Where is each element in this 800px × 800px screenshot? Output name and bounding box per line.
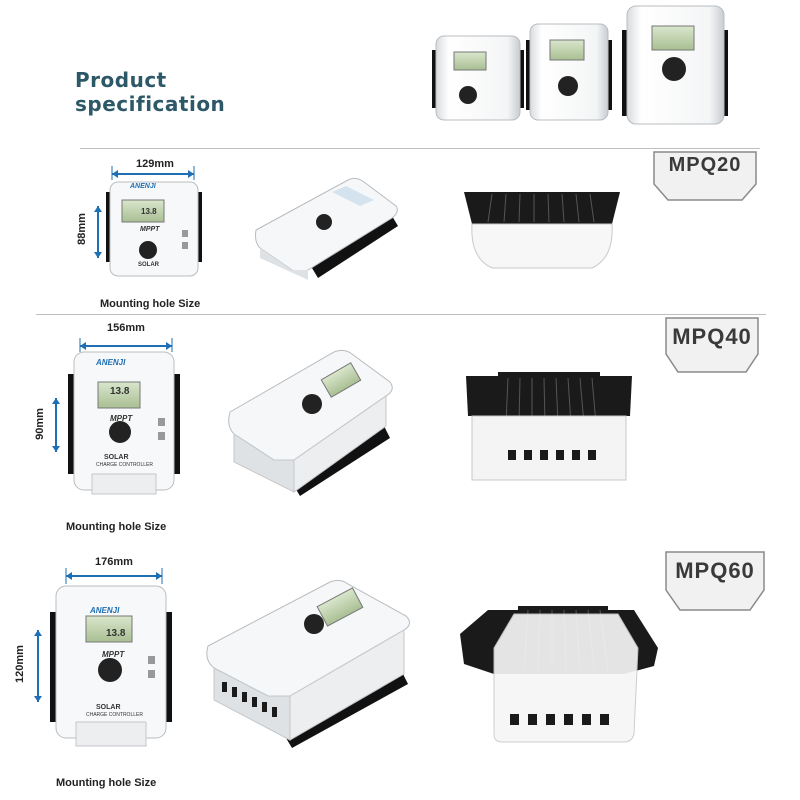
angled-view-mpq60 — [206, 579, 410, 748]
model-tag-mpq20: MPQ20 — [650, 150, 760, 206]
mounting-label-mpq40: Mounting hole Size — [66, 521, 167, 533]
heatsink-view-mpq20 — [464, 192, 620, 269]
height-dimension-mpq40 — [52, 398, 60, 452]
brand-logo: ANENJI — [96, 358, 126, 367]
front-view-mpq40 — [68, 351, 180, 495]
width-label-mpq40: 156mm — [107, 322, 145, 334]
heatsink-view-mpq60 — [460, 606, 658, 743]
width-label-mpq20: 129mm — [136, 158, 174, 170]
height-label-mpq40: 90mm — [34, 408, 46, 440]
mounting-label-mpq60: Mounting hole Size — [56, 777, 157, 789]
model-name: MPQ20 — [668, 154, 742, 176]
front-view-mpq20 — [106, 181, 202, 277]
brand-logo: ANENJI — [130, 183, 156, 190]
panel-label: SOLAR — [104, 454, 129, 461]
height-dimension-mpq20 — [94, 206, 102, 258]
height-dimension-mpq60 — [34, 630, 42, 702]
tag-shape — [665, 317, 759, 373]
page-title-line2: specification — [75, 92, 226, 116]
angled-view-mpq40 — [228, 349, 393, 496]
model-name: MPQ40 — [672, 324, 752, 349]
width-dimension-mpq20 — [111, 166, 195, 180]
panel-label: SOLAR — [96, 704, 121, 711]
model-tag-mpq60: MPQ60 — [662, 550, 768, 616]
controller-small — [432, 35, 524, 121]
mode-label: MPPT — [102, 650, 125, 659]
product-lineup — [432, 5, 728, 125]
mounting-label-mpq20: Mounting hole Size — [100, 298, 201, 310]
lcd-readout: 13.8 — [106, 628, 126, 639]
height-label-mpq60: 120mm — [14, 645, 26, 683]
lcd-readout: 13.8 — [141, 207, 157, 216]
angled-view-mpq20 — [255, 177, 398, 280]
heatsink-view-mpq40 — [466, 372, 632, 481]
front-view-mpq60 — [50, 585, 172, 747]
width-dimension-mpq40 — [79, 338, 173, 352]
lcd-readout: 13.8 — [110, 386, 130, 397]
controller-medium — [526, 23, 612, 121]
controller-large — [622, 5, 728, 125]
tag-shape — [665, 551, 765, 611]
height-label-mpq20: 88mm — [76, 213, 88, 245]
model-name: MPQ60 — [675, 558, 755, 583]
mode-label: MPPT — [140, 226, 160, 233]
width-dimension-mpq60 — [65, 568, 163, 584]
panel-sublabel: CHARGE CONTROLLER — [86, 712, 143, 718]
panel-sublabel: CHARGE CONTROLLER — [96, 462, 153, 468]
page-title-line1: Product — [75, 68, 167, 92]
divider-mpq20 — [80, 148, 760, 149]
divider-mpq40 — [36, 314, 766, 315]
page-title: Product specification — [75, 68, 225, 116]
model-tag-mpq40: MPQ40 — [662, 316, 762, 378]
panel-label: SOLAR — [138, 262, 159, 268]
brand-logo: ANENJI — [90, 606, 120, 615]
tag-shape — [653, 151, 757, 201]
mode-label: MPPT — [110, 414, 133, 423]
width-label-mpq60: 176mm — [95, 556, 133, 568]
